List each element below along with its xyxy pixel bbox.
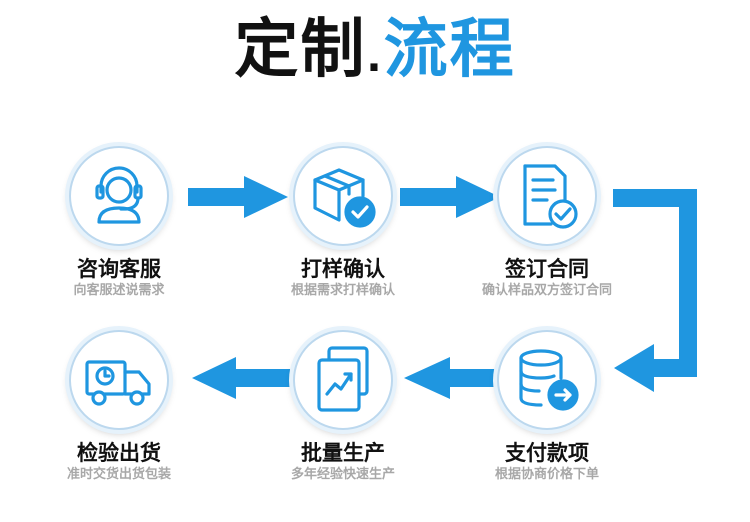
step-label: 打样确认 bbox=[301, 257, 385, 281]
step-description: 根据需求打样确认 bbox=[290, 283, 395, 298]
step-label: 签订合同 bbox=[505, 257, 589, 281]
headset-agent-icon bbox=[95, 166, 143, 224]
arrow-left-1 bbox=[404, 357, 502, 399]
step-label: 检验出货 bbox=[77, 441, 161, 465]
step-production: 批量生产 多年经验快速生产 bbox=[253, 330, 433, 484]
step-label: 支付款项 bbox=[505, 441, 589, 465]
box-check-icon bbox=[313, 168, 376, 228]
chart-documents-icon bbox=[317, 346, 369, 412]
step-sample: 打样确认 根据需求打样确认 bbox=[253, 146, 433, 300]
step-icon-circle bbox=[69, 146, 169, 246]
step-icon-circle bbox=[69, 330, 169, 430]
step-payment: 支付款项 根据协商价格下单 bbox=[457, 330, 637, 484]
page-title: 定制.流程 bbox=[0, 12, 750, 96]
step-description: 多年经验快速生产 bbox=[290, 467, 395, 482]
delivery-truck-icon bbox=[85, 360, 151, 406]
step-description: 准时交货出货包装 bbox=[66, 467, 171, 482]
step-label: 咨询客服 bbox=[77, 257, 161, 281]
document-check-icon bbox=[523, 164, 578, 229]
arrow-right-1 bbox=[188, 176, 288, 218]
step-description: 根据协商价格下单 bbox=[494, 467, 599, 482]
step-contract: 签订合同 确认样品双方签订合同 bbox=[457, 146, 637, 300]
step-description: 向客服述说需求 bbox=[73, 283, 165, 298]
arrow-left-2 bbox=[192, 357, 290, 399]
title-dot: . bbox=[366, 35, 384, 81]
step-icon-circle bbox=[293, 330, 393, 430]
step-label: 批量生产 bbox=[301, 441, 385, 465]
coin-payment-icon bbox=[519, 349, 579, 411]
step-icon-circle bbox=[497, 146, 597, 246]
step-icon-circle bbox=[293, 146, 393, 246]
title-part2: 流程 bbox=[383, 13, 516, 87]
step-consult: 咨询客服 向客服述说需求 bbox=[29, 146, 209, 300]
step-description: 确认样品双方签订合同 bbox=[481, 283, 612, 298]
arrow-right-2 bbox=[400, 176, 500, 218]
step-icon-circle bbox=[497, 330, 597, 430]
step-shipping: 检验出货 准时交货出货包装 bbox=[29, 330, 209, 484]
title-part1: 定制 bbox=[234, 13, 367, 87]
arrow-connector bbox=[613, 189, 697, 392]
